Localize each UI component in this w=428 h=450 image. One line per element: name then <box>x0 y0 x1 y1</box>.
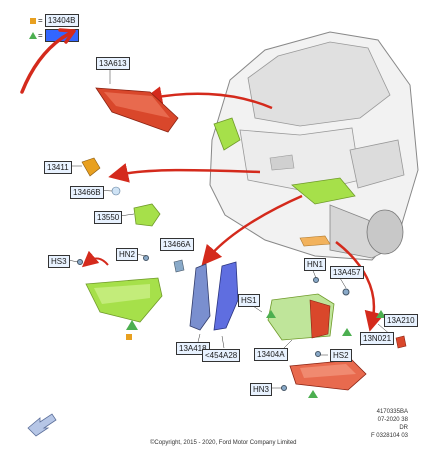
body-tail-lamp-right <box>291 177 356 205</box>
label-13n021: 13N021 <box>360 332 395 345</box>
lower-reflector-13n021 <box>289 359 367 391</box>
arrow-hs3 <box>81 250 109 268</box>
vehicle-body <box>209 31 419 261</box>
arrow-to-outer-lamp <box>201 194 303 266</box>
label-13a613: 13A613 <box>96 57 130 70</box>
label-13a418: 13A418 <box>176 342 210 355</box>
bulb-holder <box>81 157 101 177</box>
arrow-to-bulb-group <box>108 163 261 183</box>
green-triangle-icon <box>29 32 37 40</box>
label-hn1: HN1 <box>304 258 327 271</box>
bulb-small <box>111 186 121 196</box>
tail-lamp-inner <box>267 293 335 341</box>
body-reflector <box>299 235 331 247</box>
label-13550: 13550 <box>94 211 123 224</box>
green-triangle-marker-1 <box>126 320 138 330</box>
arrow-to-inner-lamp <box>335 241 385 332</box>
label-hn3: HN3 <box>250 383 273 396</box>
label-13404a: 13404A <box>254 348 288 361</box>
label-hs3: HS3 <box>48 255 70 268</box>
document-codes: 4170335BA 07-2020 38 DR F 0328104 03 <box>370 409 408 439</box>
green-triangle-marker-3 <box>342 328 352 336</box>
label-13466b: 13466B <box>70 186 104 199</box>
bulb-13a457 <box>342 288 350 296</box>
arrow-to-brake-lamp <box>142 86 273 110</box>
green-triangle-marker-4 <box>376 310 386 318</box>
bulb-socket-13466a <box>173 259 185 273</box>
label-13411: 13411 <box>44 161 72 174</box>
lamp-module-small <box>133 203 161 227</box>
trim-454a28 <box>213 261 239 331</box>
body-tail-lamp-left <box>213 117 241 151</box>
orange-connector <box>126 334 132 340</box>
green-triangle-marker-2 <box>266 310 276 318</box>
screw-hs3 <box>77 259 83 265</box>
screw-hn2 <box>143 255 149 261</box>
screw-hn1 <box>313 277 319 283</box>
label-454a28: <454A28 <box>202 349 241 362</box>
screw-hs2 <box>315 351 321 357</box>
tail-lamp-outer <box>85 277 163 323</box>
label-13466a: 13466A <box>160 238 194 251</box>
high-mount-brake-lamp <box>95 87 179 133</box>
green-triangle-marker-5 <box>308 390 318 398</box>
label-hs1: HS1 <box>238 294 260 307</box>
label-13a210: 13A210 <box>384 314 418 327</box>
bracket-13a418 <box>189 263 211 331</box>
legend-code-1: 13404B <box>44 14 79 27</box>
connector-13a210 <box>395 335 407 349</box>
copyright-text: ©Copyright, 2015 - 2020, Ford Motor Comp… <box>150 440 297 446</box>
legend-row-1: = 13404B <box>30 14 79 27</box>
orange-square-icon <box>30 17 36 24</box>
label-13a457: 13A457 <box>330 266 364 279</box>
view-direction-icon <box>27 413 57 437</box>
annotation-arrow <box>20 30 74 94</box>
screw-hn3 <box>281 385 287 391</box>
label-hn2: HN2 <box>116 248 139 261</box>
label-hs2: HS2 <box>330 349 352 362</box>
